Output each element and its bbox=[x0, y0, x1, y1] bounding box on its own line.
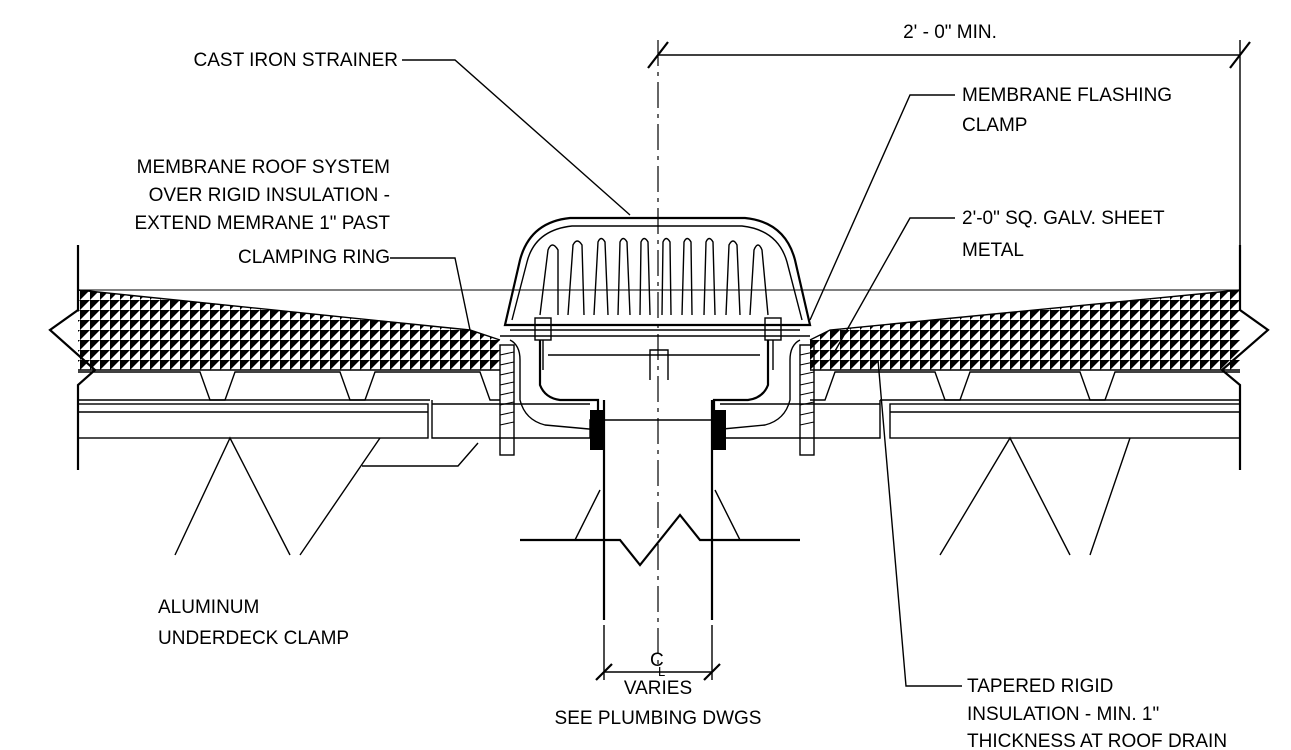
label-flashing-2: CLAMP bbox=[962, 115, 1027, 136]
dimension-2ft bbox=[647, 40, 1251, 250]
label-sheet-2: METAL bbox=[962, 240, 1024, 261]
label-sheet-1: 2'-0" SQ. GALV. SHEET bbox=[962, 208, 1165, 229]
insulation-right bbox=[809, 289, 1241, 371]
leader-lines bbox=[362, 59, 962, 687]
label-varies: VARIES bbox=[624, 678, 692, 699]
label-tapered-3: THICKNESS AT ROOF DRAIN bbox=[967, 731, 1227, 750]
drain-body bbox=[500, 329, 810, 431]
break-line-left bbox=[48, 245, 97, 470]
label-centerline: C bbox=[650, 650, 664, 671]
strainer-dome bbox=[503, 216, 812, 327]
drain-pipe bbox=[520, 400, 800, 620]
label-alum-2: UNDERDECK CLAMP bbox=[158, 628, 349, 649]
joist-right bbox=[889, 403, 1241, 556]
label-strainer: CAST IRON STRAINER bbox=[194, 50, 398, 71]
label-membrane-4: CLAMPING RING bbox=[238, 247, 390, 268]
label-flashing-1: MEMBRANE FLASHING bbox=[962, 85, 1172, 106]
insulation-left bbox=[77, 289, 501, 371]
label-membrane-1: MEMBRANE ROOF SYSTEM bbox=[137, 157, 390, 178]
underdeck-clamp bbox=[431, 400, 881, 439]
label-tapered-2: INSULATION - MIN. 1" bbox=[967, 704, 1159, 725]
break-line-right bbox=[1220, 245, 1270, 470]
dimension-varies bbox=[595, 625, 721, 681]
label-centerline-sub: L bbox=[658, 664, 665, 679]
label-membrane-3: EXTEND MEMRANE 1" PAST bbox=[134, 213, 390, 234]
clamp-bolts bbox=[534, 317, 782, 370]
label-alum-1: ALUMINUM bbox=[158, 597, 259, 618]
metal-deck bbox=[78, 371, 1240, 401]
label-plumbing: SEE PLUMBING DWGS bbox=[555, 708, 762, 729]
label-membrane-2: OVER RIGID INSULATION - bbox=[149, 185, 390, 206]
label-tapered-1: TAPERED RIGID bbox=[967, 676, 1113, 697]
joist-left bbox=[77, 403, 429, 556]
underdeck-bolts bbox=[499, 344, 815, 456]
label-dimension: 2' - 0" MIN. bbox=[903, 22, 997, 43]
